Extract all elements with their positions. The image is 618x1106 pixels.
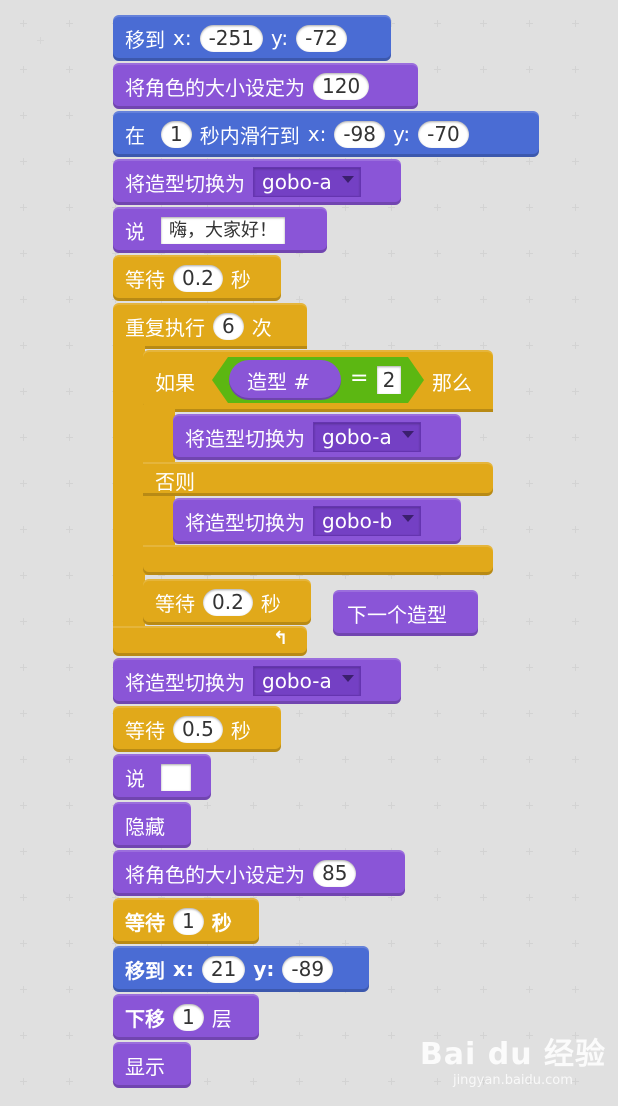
watermark-url: jingyan.baidu.com: [452, 1073, 573, 1088]
layers-input[interactable]: 1: [173, 1003, 204, 1031]
if-footer: [143, 545, 493, 575]
else-label: 否则: [155, 470, 195, 494]
block-label: 将造型切换为: [185, 510, 305, 535]
block-label: 重复执行: [125, 315, 205, 340]
dropdown-arrow-icon: [402, 514, 415, 522]
wait-input[interactable]: 0.5: [173, 715, 223, 743]
block-label-pre: 在: [125, 123, 145, 148]
glide-block[interactable]: 在 1 秒内滑行到 x: -98 y: -70: [113, 111, 539, 157]
costume-dropdown[interactable]: gobo-a: [313, 422, 421, 452]
y-label: y:: [270, 26, 289, 50]
dropdown-arrow-icon: [341, 175, 354, 183]
costume-value: gobo-a: [262, 669, 332, 693]
x-label: x:: [173, 26, 192, 50]
y-label: y:: [392, 122, 411, 146]
hide-block[interactable]: 隐藏: [113, 802, 191, 848]
size-input[interactable]: 85: [313, 859, 357, 887]
secs-input[interactable]: 1: [161, 120, 192, 148]
set-size-block[interactable]: 将角色的大小设定为 85: [113, 850, 405, 896]
wait-block[interactable]: 等待 1 秒: [113, 898, 259, 944]
repeat-footer: ↰: [113, 626, 307, 656]
block-label: 移到: [125, 27, 165, 52]
y-input[interactable]: -89: [282, 955, 334, 983]
block-label: 隐藏: [125, 814, 165, 839]
reporter-label: 造型 #: [247, 369, 311, 394]
goto-xy-block[interactable]: 移到 x: 21 y: -89: [113, 946, 369, 992]
set-size-block[interactable]: 将角色的大小设定为 120: [113, 63, 418, 109]
say-text-input[interactable]: 嗨，大家好！: [161, 216, 285, 244]
dropdown-arrow-icon: [401, 430, 414, 438]
costume-value: gobo-b: [322, 509, 393, 533]
block-label: 将角色的大小设定为: [125, 862, 305, 887]
block-label-mid: 秒内滑行到: [199, 123, 300, 148]
block-label: 等待: [125, 718, 165, 743]
go-back-layers-block[interactable]: 下移 1 层: [113, 994, 259, 1040]
block-label: 将角色的大小设定为: [125, 75, 305, 100]
x-input[interactable]: 21: [201, 955, 246, 983]
wait-block[interactable]: 等待 0.2 秒: [113, 255, 281, 301]
watermark-brand: Bai du 经验: [419, 1037, 606, 1072]
x-label: x:: [173, 957, 194, 981]
baidu-jingyan-watermark: Bai du 经验 jingyan.baidu.com: [420, 1029, 606, 1088]
then-label: 那么: [432, 371, 472, 395]
costume-value: gobo-a: [322, 425, 392, 449]
unit-label: 秒: [211, 910, 232, 935]
switch-costume-block[interactable]: 将造型切换为 gobo-a: [113, 658, 401, 704]
goto-xy-block[interactable]: 移到 x: -251 y: -72: [113, 15, 391, 61]
block-label: 等待: [155, 591, 195, 616]
y-label: y:: [253, 957, 275, 981]
switch-costume-block-else[interactable]: 将造型切换为 gobo-b: [173, 498, 461, 544]
block-label: 等待: [125, 267, 165, 292]
compare-value-input[interactable]: 2: [377, 366, 401, 394]
if-label: 如果: [155, 370, 195, 395]
switch-costume-block-then[interactable]: 将造型切换为 gobo-a: [173, 414, 461, 460]
switch-costume-block[interactable]: 将造型切换为 gobo-a: [113, 159, 401, 205]
else-bar: 否则: [143, 462, 493, 496]
wait-input[interactable]: 1: [173, 907, 204, 935]
costume-dropdown[interactable]: gobo-a: [253, 666, 361, 696]
block-label: 下移: [125, 1006, 165, 1031]
y-input[interactable]: -70: [418, 120, 469, 148]
unit-label: 次: [251, 315, 272, 340]
costume-value: gobo-a: [262, 170, 332, 194]
dropdown-arrow-icon: [341, 674, 354, 682]
wait-block-inner[interactable]: 等待 0.2 秒: [143, 579, 311, 625]
wait-input[interactable]: 0.2: [203, 588, 253, 616]
wait-input[interactable]: 0.2: [173, 264, 223, 292]
unit-label: 秒: [260, 591, 281, 616]
say-text-input[interactable]: [161, 763, 191, 791]
unit-label: 秒: [230, 267, 251, 292]
block-label: 将造型切换为: [125, 670, 245, 695]
show-block[interactable]: 显示: [113, 1042, 191, 1088]
costume-number-reporter[interactable]: 造型 #: [229, 360, 341, 400]
x-label: x:: [307, 122, 327, 146]
block-label: 等待: [125, 910, 165, 935]
block-label: 下一个造型: [347, 602, 447, 627]
wait-block[interactable]: 等待 0.5 秒: [113, 706, 281, 752]
unit-label: 层: [211, 1006, 232, 1031]
unit-label: 秒: [230, 718, 251, 743]
costume-dropdown[interactable]: gobo-b: [313, 506, 422, 536]
y-input[interactable]: -72: [296, 24, 347, 52]
block-label: 说: [125, 219, 145, 244]
loop-arrow-icon: ↰: [273, 628, 289, 649]
say-block[interactable]: 说 嗨，大家好！: [113, 207, 327, 253]
block-label: 说: [125, 766, 145, 791]
block-label: 将造型切换为: [185, 426, 305, 451]
block-label: 将造型切换为: [125, 171, 245, 196]
size-input[interactable]: 120: [313, 72, 370, 100]
repeat-header[interactable]: 重复执行 6 次: [113, 303, 307, 349]
x-input[interactable]: -98: [334, 120, 385, 148]
x-input[interactable]: -251: [199, 24, 263, 52]
equals-sign: =: [350, 366, 369, 391]
repeat-count-input[interactable]: 6: [213, 312, 244, 340]
repeat-arm: [113, 340, 145, 640]
say-block-empty[interactable]: 说: [113, 754, 211, 800]
costume-dropdown[interactable]: gobo-a: [253, 167, 361, 197]
block-label: 移到: [125, 958, 165, 983]
next-costume-block[interactable]: 下一个造型: [333, 590, 478, 636]
block-label: 显示: [125, 1054, 165, 1079]
